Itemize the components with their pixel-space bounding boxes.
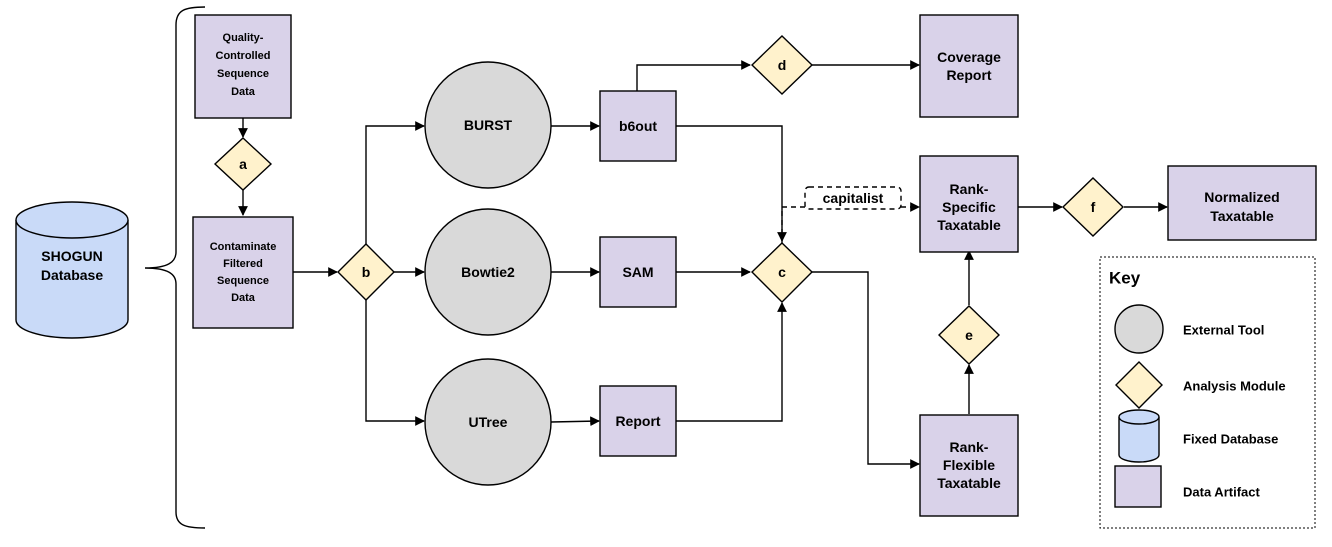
rank-flexible-taxatable-node: Rank- Flexible Taxatable — [919, 414, 1019, 517]
shogun-db-label-2: Database — [41, 267, 103, 283]
module-c-node: c — [751, 242, 813, 303]
contaminate-label-2: Filtered — [223, 258, 263, 270]
edges — [144, 6, 1168, 529]
edge-report-to-c — [676, 302, 787, 422]
rank-flexible-label-1: Rank- — [950, 439, 989, 455]
normalized-taxatable-node: Normalized Taxatable — [1167, 165, 1317, 241]
legend-title: Key — [1109, 269, 1141, 288]
b6out-label: b6out — [619, 118, 657, 134]
module-a-node: a — [213, 137, 273, 191]
report-label: Report — [615, 413, 660, 429]
module-b-label: b — [362, 264, 371, 280]
database-cylinder-top — [15, 201, 129, 239]
database-brace — [144, 6, 206, 529]
legend-label-fixed-database: Fixed Database — [1183, 432, 1278, 447]
normalized-label-1: Normalized — [1204, 189, 1279, 205]
contaminate-label-4: Data — [231, 292, 256, 304]
rank-specific-label-2: Specific — [942, 199, 996, 215]
rank-flexible-label-2: Flexible — [943, 457, 995, 473]
coverage-report-node: Coverage Report — [919, 14, 1019, 118]
utree-label: UTree — [469, 414, 508, 430]
module-e-label: e — [965, 327, 973, 343]
edge-b-to-utree — [365, 300, 425, 426]
edge-utree-to-report — [550, 416, 600, 427]
burst-tool-node: BURST — [424, 61, 552, 189]
rank-flexible-label-3: Taxatable — [937, 475, 1001, 491]
normalized-label-2: Taxatable — [1210, 208, 1274, 224]
shogun-db-label-1: SHOGUN — [41, 248, 102, 264]
qc-label-4: Data — [231, 86, 256, 98]
qc-label-2: Controlled — [216, 50, 271, 62]
sam-label: SAM — [622, 264, 653, 280]
legend-rect-icon — [1114, 465, 1162, 508]
utree-tool-node: UTree — [424, 358, 552, 486]
legend-cylinder-icon — [1118, 409, 1160, 463]
bowtie2-tool-node: Bowtie2 — [424, 208, 552, 336]
burst-label: BURST — [464, 117, 513, 133]
edge-c-to-rank-flexible — [812, 271, 920, 469]
legend-circle-icon — [1114, 304, 1164, 354]
contaminate-filtered-data-node: Contaminate Filtered Sequence Data — [192, 216, 294, 329]
database-cylinder-body — [15, 220, 129, 339]
shogun-database-node: SHOGUN Database — [15, 201, 129, 339]
contaminate-label-1: Contaminate — [210, 241, 277, 253]
legend-key: Key External Tool Analysis Module Fixed … — [1099, 256, 1316, 529]
edge-c-to-capitalist — [781, 206, 805, 243]
legend-label-analysis-module: Analysis Module — [1183, 379, 1286, 394]
report-artifact-node: Report — [599, 385, 677, 457]
capitalist-label-node: capitalist — [804, 186, 902, 210]
qc-label-1: Quality- — [223, 32, 264, 44]
edge-b-to-burst — [365, 121, 425, 244]
rank-specific-label-3: Taxatable — [937, 217, 1001, 233]
qc-label-3: Sequence — [217, 68, 269, 80]
bowtie2-label: Bowtie2 — [461, 264, 515, 280]
rank-specific-label-1: Rank- — [950, 181, 989, 197]
module-d-label: d — [778, 57, 787, 73]
module-c-label: c — [778, 264, 786, 280]
edge-b6out-to-c — [676, 125, 787, 242]
qc-sequence-data-node: Quality- Controlled Sequence Data — [194, 14, 292, 119]
edge-b6out-to-d — [636, 60, 751, 91]
b6out-artifact-node: b6out — [599, 90, 677, 162]
legend-diamond-icon — [1115, 361, 1163, 409]
module-b-node: b — [337, 243, 395, 301]
coverage-label-1: Coverage — [937, 49, 1001, 65]
module-d-node: d — [750, 35, 814, 95]
rank-specific-taxatable-node: Rank- Specific Taxatable — [919, 155, 1019, 253]
module-e-node: e — [937, 305, 1001, 365]
legend-label-external-tool: External Tool — [1183, 323, 1264, 338]
module-f-node: f — [1061, 177, 1125, 237]
legend-frame — [1099, 256, 1316, 529]
module-f-label: f — [1091, 199, 1096, 215]
module-a-label: a — [239, 156, 247, 172]
contaminate-label-3: Sequence — [217, 275, 269, 287]
coverage-label-2: Report — [946, 67, 991, 83]
legend-label-data-artifact: Data Artifact — [1183, 485, 1260, 500]
capitalist-label: capitalist — [823, 190, 884, 206]
sam-artifact-node: SAM — [599, 236, 677, 308]
